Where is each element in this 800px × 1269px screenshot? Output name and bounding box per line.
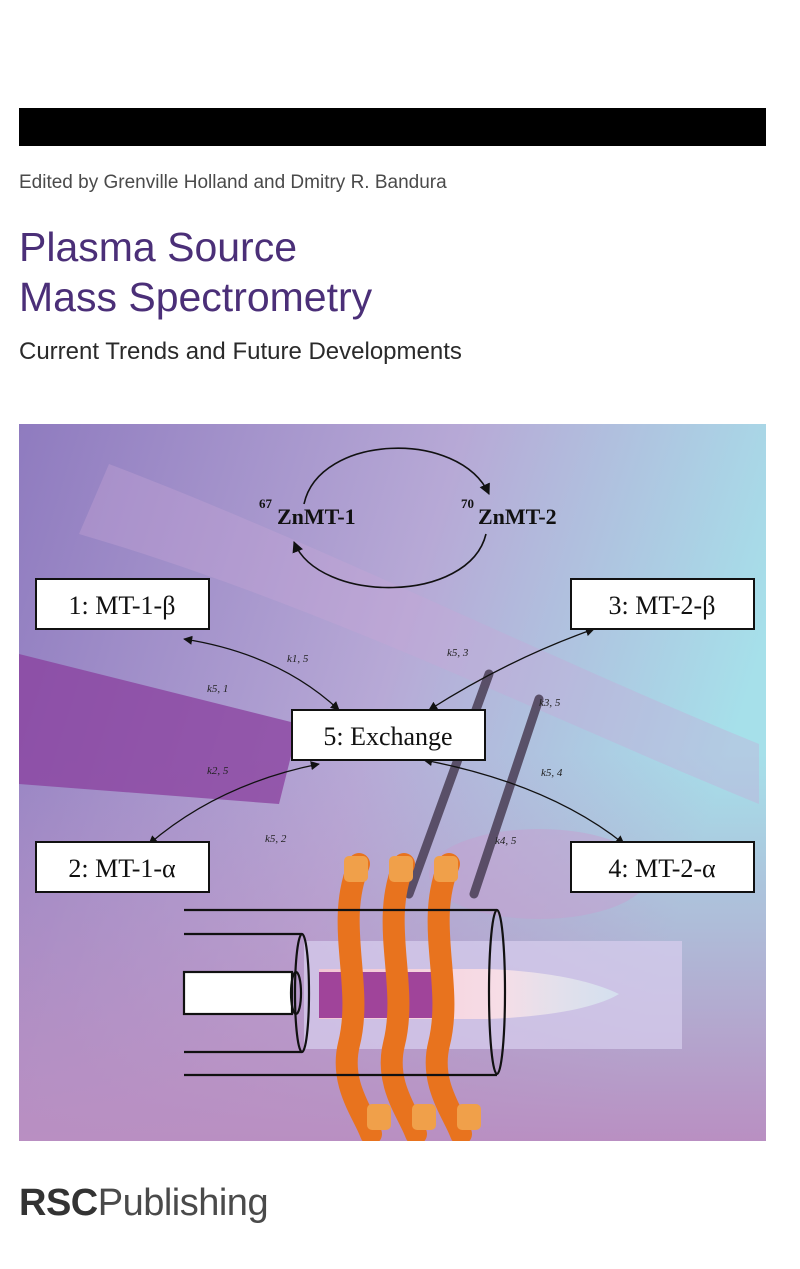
rate-k15: k1, 5 (287, 653, 309, 665)
rf-coil (335, 853, 481, 1141)
rate-k45: k4, 5 (495, 835, 517, 847)
rate-k51: k5, 1 (207, 683, 228, 695)
arrow-box4-exchange (423, 757, 625, 845)
state-box-3 (570, 578, 755, 630)
background-soft-band (79, 464, 759, 804)
state-box-4 (570, 841, 755, 893)
state-box-4-label: 4: MT-2-α (608, 854, 716, 883)
zn-sup-2: 70 (461, 496, 474, 511)
publisher-logo-publishing: Publishing (97, 1182, 269, 1224)
rate-k25: k2, 5 (207, 765, 229, 777)
state-box-2 (35, 841, 210, 893)
state-box-1-label: 1: MT-1-β (69, 591, 176, 620)
state-box-3-label: 3: MT-2-β (609, 591, 716, 620)
editors-line: Edited by Grenville Holland and Dmitry R… (19, 172, 447, 193)
torch-sample-channel (319, 972, 437, 1018)
zn-label-2: ZnMT-2 (478, 504, 557, 529)
title-line-1: Plasma Source (19, 224, 298, 270)
title-line-2: Mass Spectrometry (19, 274, 373, 320)
zn-label-1: ZnMT-1 (277, 504, 356, 529)
rate-k52: k5, 2 (265, 833, 287, 845)
publisher-logo-rsc: RSC (19, 1182, 98, 1224)
cycle-arrow-bottom (292, 533, 487, 589)
cover-illustration: 67 ZnMT-1 70 ZnMT-2 k1, 5 k5, 1 k2, 5 k5… (19, 424, 766, 1141)
state-box-5-label: 5: Exchange (323, 722, 452, 751)
arrow-box3-exchange (428, 627, 595, 711)
cycle-arrow-top (303, 447, 490, 505)
arrow-box1-exchange (183, 635, 340, 711)
book-subtitle: Current Trends and Future Developments (19, 338, 462, 365)
rate-k54: k5, 4 (541, 767, 563, 779)
header-bar (19, 108, 766, 146)
state-box-2-label: 2: MT-1-α (68, 854, 176, 883)
arrow-box2-exchange (148, 761, 320, 845)
rate-k53: k5, 3 (447, 647, 469, 659)
state-box-1 (35, 578, 210, 630)
state-box-5 (291, 709, 486, 761)
zn-sup-1: 67 (259, 496, 273, 511)
publisher-logo: RSCPublishing (19, 1182, 269, 1225)
rate-k35: k3, 5 (539, 697, 561, 709)
book-title: Plasma Source Mass Spectrometry (19, 222, 372, 322)
torch-tubes (182, 908, 507, 1077)
